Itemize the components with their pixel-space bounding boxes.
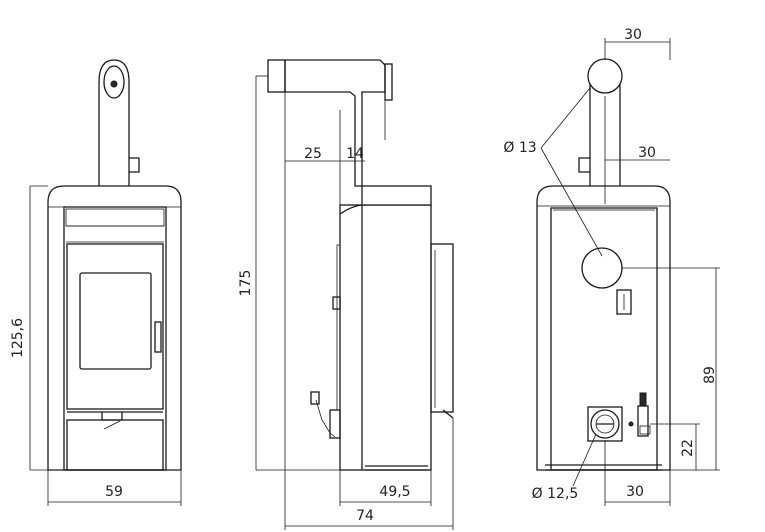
front-flue-pipe	[98, 59, 130, 186]
rear-outlet	[581, 247, 623, 289]
side-depth-label: 49,5	[379, 484, 410, 500]
rear-inlet-offset-label: 30	[626, 484, 644, 500]
side-rear-foot	[442, 409, 454, 419]
side-handle	[332, 296, 341, 310]
front-ash-lever	[103, 420, 121, 430]
rear-flue-top-label: 30	[624, 27, 642, 43]
side-view: 175 25 14 49,5 74	[238, 59, 454, 530]
front-stove-body	[47, 185, 182, 471]
side-height-label: 175	[238, 270, 254, 297]
front-door	[66, 243, 164, 410]
side-power-cord	[315, 399, 336, 438]
rear-air-inlet	[590, 409, 620, 439]
front-flue-handle	[129, 157, 140, 173]
side-offset2-label: 14	[346, 146, 364, 162]
front-flue-opening	[103, 65, 125, 99]
rear-inlet-height-label: 22	[680, 439, 696, 457]
side-stove-body	[339, 204, 432, 471]
side-back-rail	[430, 243, 454, 413]
rear-diam125-leader	[572, 433, 597, 487]
rear-power-plug	[639, 392, 647, 407]
rear-diam13-leader-1	[540, 87, 591, 149]
side-power-plug	[310, 391, 320, 405]
rear-label-plate	[616, 289, 632, 315]
rear-view: 30 30 Ø 13 89 22 Ø 12,5 30	[503, 27, 720, 506]
side-top-panel	[361, 185, 432, 206]
rear-socket-switch	[639, 425, 651, 435]
rear-diam13-label: Ø 13	[503, 140, 536, 156]
side-flue-clip	[384, 63, 393, 101]
rear-flue-handle	[578, 157, 590, 173]
rear-offset-label: 30	[638, 145, 656, 161]
side-front-rounding	[339, 204, 363, 215]
rear-outlet-height-label: 89	[702, 366, 718, 384]
front-width-label: 59	[105, 484, 123, 500]
rear-diam13-leader-2	[540, 147, 603, 257]
front-view: 125,6 59	[10, 59, 182, 506]
front-flue-bolt	[110, 80, 118, 88]
side-total-depth-label: 74	[356, 508, 374, 524]
front-door-handle	[154, 321, 162, 353]
side-offset-label: 25	[304, 146, 322, 162]
rear-socket-dot	[628, 421, 634, 427]
front-door-glass	[79, 272, 152, 370]
rear-stove-body	[536, 185, 671, 471]
rear-diam125-label: Ø 12,5	[532, 486, 579, 502]
side-flue-cap	[267, 59, 286, 93]
side-flue-pipe	[284, 59, 386, 187]
front-ash-drawer	[66, 419, 164, 471]
rear-flue-top	[587, 58, 623, 94]
front-height-label: 125,6	[10, 318, 26, 358]
